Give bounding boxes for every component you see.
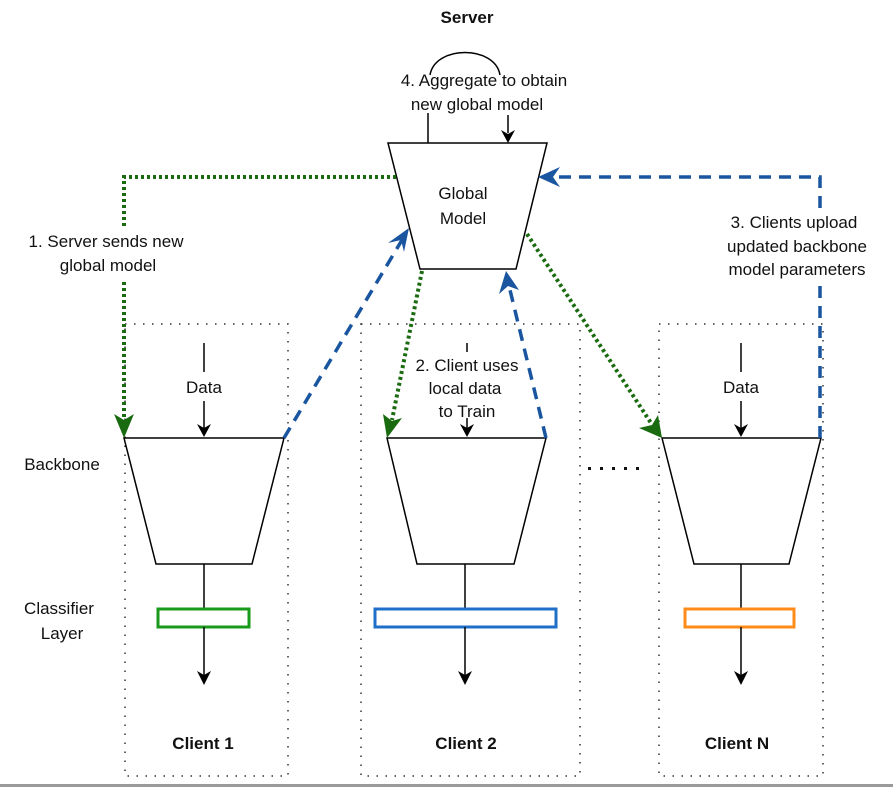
step1-label-line2: global model: [60, 256, 156, 275]
client-1-classifier-layer: [156, 607, 251, 629]
send-arrow-client-2: [390, 270, 424, 421]
classifier-row-label-line2: Layer: [41, 624, 84, 643]
send-arrowhead-client-n-icon: [639, 415, 662, 438]
server-title: Server: [441, 8, 494, 27]
send-arrowhead-client-1-icon: [114, 414, 134, 438]
upload-arrow-client-1: [282, 239, 404, 439]
client-n-data-arrow-icon: [734, 424, 748, 437]
client-n-container: [658, 323, 824, 777]
step3-label-bg: [712, 208, 888, 284]
ellipsis-dots: [588, 467, 639, 470]
client-2: Client 2: [373, 343, 558, 753]
upload-arrows: [282, 167, 822, 439]
upload-arrowhead-client-2-icon: [499, 271, 519, 294]
upload-arrowhead-client-1-icon: [388, 228, 409, 252]
upload-arrow-client-2: [508, 289, 548, 439]
aggregate-loop-arc: [429, 51, 501, 76]
client-n-name: Client N: [705, 734, 769, 753]
client-1-data-arrow-icon: [197, 424, 211, 437]
client-1: Data Client 1: [123, 343, 285, 753]
bottom-border: [0, 784, 893, 787]
client-n-backbone: [661, 437, 822, 565]
backbone-row-label: Backbone: [24, 455, 100, 474]
client-n-classifier-layer: [683, 607, 796, 629]
client-1-output-arrow-icon: [197, 671, 211, 685]
client-1-name: Client 1: [172, 734, 233, 753]
upload-arrow-client-n-top: [555, 175, 822, 208]
send-arrows: [114, 175, 662, 438]
client-2-backbone: [386, 437, 547, 565]
step2-label-line2: local data: [429, 379, 502, 398]
client-2-name: Client 2: [435, 734, 496, 753]
global-model-shape: [387, 142, 548, 270]
step1-label-line1: 1. Server sends new: [29, 232, 185, 251]
client-n-output-arrow-icon: [734, 671, 748, 685]
step4-label-line1: 4. Aggregate to obtain: [401, 71, 567, 90]
client-2-output-arrow-icon: [458, 671, 472, 685]
client-n: Data Client N: [661, 343, 822, 753]
send-arrow-client-n: [525, 232, 653, 425]
send-arrowhead-client-2-icon: [383, 414, 402, 438]
step3-label-line1: 3. Clients upload: [731, 213, 858, 232]
classifier-row-label-line1: Classifier: [24, 599, 94, 618]
step4-label-line2: new global model: [411, 95, 543, 114]
client-1-data-label: Data: [186, 378, 222, 397]
step3-label-line2: updated backbone: [727, 237, 867, 256]
client-2-container: [360, 323, 581, 777]
client-2-data-arrow-icon: [460, 424, 474, 437]
client-1-container: [124, 323, 289, 777]
send-arrow-client-1-top: [122, 175, 396, 226]
upload-arrowhead-client-n-icon: [538, 167, 560, 187]
global-model-label-line1: Global: [438, 184, 487, 203]
client-n-data-label: Data: [723, 378, 759, 397]
client-2-classifier-layer: [373, 607, 558, 629]
step2-label-line1: 2. Client uses: [416, 356, 519, 375]
client-1-backbone: [123, 437, 285, 565]
step3-label-line3: model parameters: [728, 260, 865, 279]
aggregate-arrowhead-icon: [501, 130, 515, 143]
step2-label-line3: to Train: [439, 402, 496, 421]
global-model-label-line2: Model: [440, 209, 486, 228]
step1-label-bg: [10, 229, 210, 279]
